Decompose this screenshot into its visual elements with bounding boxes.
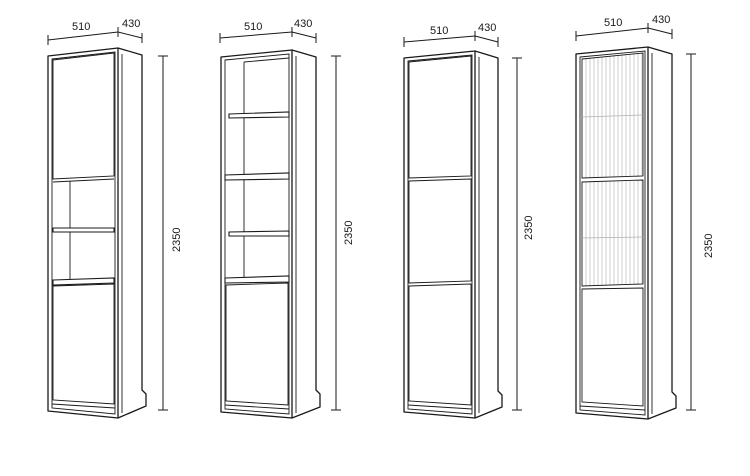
width-dimension-3: 510 xyxy=(403,25,476,47)
width-dimension-2: 510 xyxy=(219,21,293,43)
cabinet-2-outline xyxy=(220,49,321,419)
height-label-3: 2350 xyxy=(523,216,535,240)
height-label-1: 2350 xyxy=(171,228,183,252)
depth-dimension-4: 430 xyxy=(647,14,673,39)
cabinet-3-middle-door xyxy=(408,178,472,284)
width-label-3: 510 xyxy=(430,25,448,37)
cabinet-4-middle-glass-door xyxy=(581,179,644,287)
cabinet-3-outline xyxy=(403,50,503,419)
width-label-2: 510 xyxy=(244,21,262,33)
cabinet-4: 510 430 2350 xyxy=(575,14,715,420)
cabinet-3: 510 430 2350 xyxy=(403,22,535,419)
width-label-1: 510 xyxy=(72,21,90,33)
width-dimension-4: 510 xyxy=(575,17,649,41)
cabinet-1-lower-door xyxy=(52,283,115,405)
cabinet-4-lower-door xyxy=(581,287,644,407)
height-dimension-4: 2350 xyxy=(686,53,715,411)
width-dimension-1: 510 xyxy=(47,21,119,45)
height-label-4: 2350 xyxy=(703,234,715,258)
cabinet-1-outline xyxy=(47,47,147,419)
cabinet-2: 510 430 2350 xyxy=(219,18,355,419)
cabinet-1-shelf xyxy=(52,227,115,233)
depth-dimension-3: 430 xyxy=(474,22,499,47)
cabinet-4-upper-glass-door xyxy=(581,52,644,179)
cabinet-3-lower-door xyxy=(408,283,472,406)
height-label-2: 2350 xyxy=(343,221,355,245)
width-label-4: 510 xyxy=(604,17,622,29)
depth-label-2: 430 xyxy=(294,18,312,30)
cabinet-2-lower-door xyxy=(225,282,289,406)
cabinet-1: 510 430 2350 xyxy=(47,18,183,419)
cabinet-2-shelf-1 xyxy=(228,111,290,119)
height-dimension-1: 2350 xyxy=(158,55,183,411)
depth-label-3: 430 xyxy=(478,22,496,34)
cabinet-4-outline xyxy=(575,46,677,420)
height-dimension-3: 2350 xyxy=(512,57,535,411)
cabinet-3-upper-door xyxy=(408,55,472,179)
cabinet-2-shelf-2 xyxy=(224,172,290,181)
cabinet-1-upper-door xyxy=(52,52,115,180)
depth-dimension-2: 430 xyxy=(291,18,317,43)
height-dimension-2: 2350 xyxy=(331,55,355,411)
depth-label-4: 430 xyxy=(652,14,670,26)
depth-dimension-1: 430 xyxy=(117,18,143,43)
cabinet-2-shelf-3 xyxy=(228,230,290,237)
depth-label-1: 430 xyxy=(122,18,140,30)
